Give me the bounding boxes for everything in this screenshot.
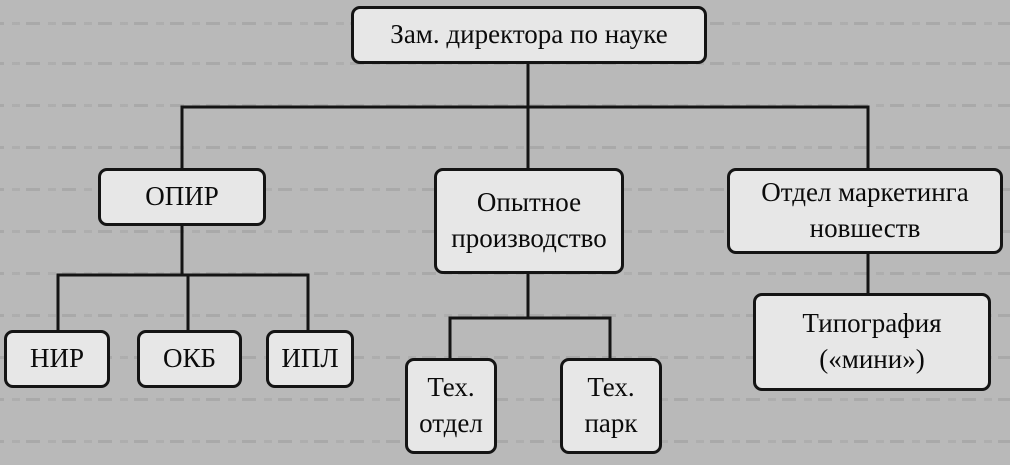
node-nir: НИР bbox=[4, 330, 110, 388]
node-printing-house: Типография («мини») bbox=[753, 293, 991, 391]
node-ipl: ИПЛ bbox=[266, 330, 354, 388]
node-opir: ОПИР bbox=[98, 168, 266, 226]
node-tech-park: Тех. парк bbox=[560, 358, 662, 454]
node-pilot-production: Опытное производство bbox=[434, 168, 624, 274]
node-deputy-director-science: Зам. директора по науке bbox=[351, 6, 707, 64]
node-innovation-marketing: Отдел маркетинга новшеств bbox=[727, 168, 1003, 254]
node-tech-department: Тех. отдел bbox=[405, 358, 497, 454]
node-okb: ОКБ bbox=[137, 330, 242, 388]
